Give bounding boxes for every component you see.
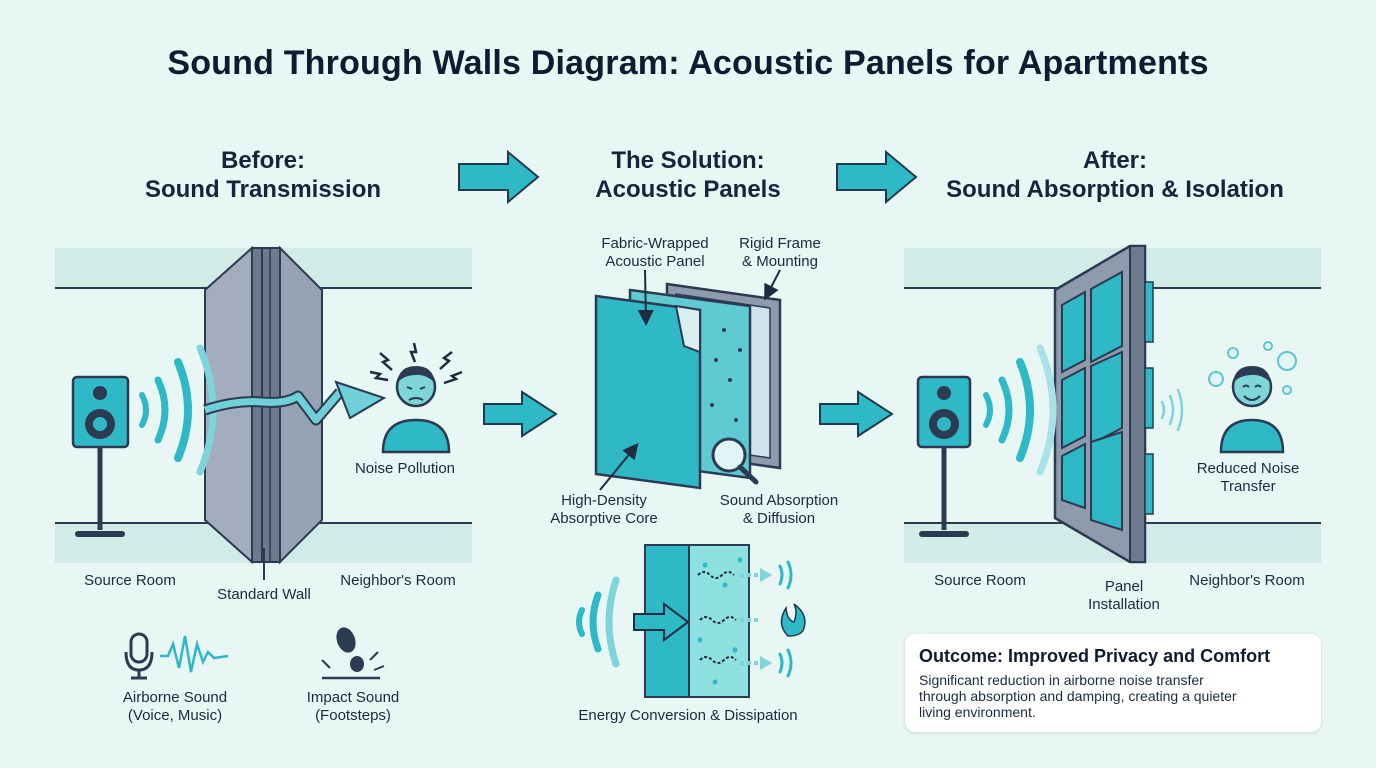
- stage-before-line1: Before:: [220, 147, 305, 174]
- absorption-label: Sound Absorption & Diffusion: [706, 492, 852, 528]
- outcome-line3: living environment.: [919, 704, 1036, 720]
- absorption-line1: Sound Absorption: [719, 492, 839, 509]
- stage-arrow-2: [836, 149, 918, 205]
- outcome-card: Outcome: Improved Privacy and Comfort Si…: [905, 634, 1321, 732]
- frame-pointer: [764, 269, 781, 301]
- faint-waves-icon: [1160, 388, 1184, 432]
- core-label: High-Density Absorptive Core: [534, 492, 674, 528]
- after-source-room-label: Source Room: [934, 572, 1026, 589]
- stage-before-line2: Sound Transmission: [144, 176, 382, 203]
- frame-line2: & Mounting: [742, 253, 818, 270]
- footstep-icon: [321, 627, 385, 680]
- impact-line2: (Footsteps): [315, 707, 391, 724]
- stage-after-line2: Sound Absorption & Isolation: [946, 176, 1284, 203]
- reduced-noise-label: Reduced Noise Transfer: [1180, 460, 1316, 496]
- energy-incoming-waves-icon: [576, 576, 620, 668]
- outcome-body: Significant reduction in airborne noise …: [919, 672, 1307, 720]
- residual-waves-icon: [778, 560, 793, 678]
- sound-waves-before-icon: [139, 344, 217, 476]
- energy-conversion-label: Energy Conversion & Dissipation: [578, 707, 798, 724]
- speaker-after-icon: [916, 375, 972, 537]
- stage-solution-line2: Acoustic Panels: [595, 176, 781, 203]
- panel-line1: Panel: [1104, 578, 1144, 595]
- panel-installation-icon: [1053, 244, 1154, 564]
- airborne-line2: (Voice, Music): [127, 707, 223, 724]
- heat-flame-icon: [780, 603, 806, 637]
- process-arrow-1: [483, 390, 558, 438]
- outcome-line1: Significant reduction in airborne noise …: [919, 672, 1204, 688]
- transmission-arrow-icon: [203, 380, 387, 426]
- page-title: Sound Through Walls Diagram: Acoustic Pa…: [167, 44, 1209, 82]
- outcome-title: Outcome: Improved Privacy and Comfort: [919, 646, 1271, 666]
- outcome-line2: through absorption and damping, creating…: [919, 688, 1237, 704]
- frame-line1: Rigid Frame: [739, 235, 821, 252]
- stage-solution-line1: The Solution:: [611, 147, 765, 174]
- stage-solution-heading: The Solution: Acoustic Panels: [538, 146, 838, 204]
- impact-line1: Impact Sound: [306, 689, 400, 706]
- happy-neighbor-icon: [1219, 366, 1285, 454]
- core-pointer: [599, 442, 639, 491]
- rigid-frame-label: Rigid Frame & Mounting: [725, 235, 835, 271]
- stage-after-heading: After: Sound Absorption & Isolation: [915, 146, 1315, 204]
- panel-line2: Installation: [1088, 596, 1160, 613]
- fabric-pointer: [637, 269, 654, 326]
- microphone-icon: [124, 632, 154, 680]
- core-line1: High-Density: [561, 492, 647, 509]
- sound-waves-after-icon: [983, 344, 1057, 476]
- annoyed-neighbor-icon: [369, 342, 463, 454]
- bubbles-icon: [1208, 341, 1297, 395]
- core-line2: Absorptive Core: [550, 510, 658, 527]
- stage-before-heading: Before: Sound Transmission: [113, 146, 413, 204]
- source-room-label: Source Room: [84, 572, 176, 589]
- acoustic-panel-icon: [594, 282, 782, 490]
- fabric-line2: Acoustic Panel: [605, 253, 705, 270]
- absorption-line2: & Diffusion: [742, 510, 816, 527]
- stage-arrow-1: [458, 149, 540, 205]
- after-neighbors-room-label: Neighbor's Room: [1189, 572, 1305, 589]
- neighbors-room-label: Neighbor's Room: [340, 572, 456, 589]
- reduced-line1: Reduced Noise: [1196, 460, 1300, 477]
- airborne-sound-label: Airborne Sound (Voice, Music): [100, 689, 250, 725]
- fabric-panel-label: Fabric-Wrapped Acoustic Panel: [590, 235, 720, 271]
- energy-input-arrow-icon: [633, 602, 690, 642]
- speaker-icon: [71, 375, 130, 537]
- panel-installation-label: Panel Installation: [1064, 578, 1184, 614]
- reduced-line2: Transfer: [1220, 478, 1276, 495]
- airborne-line1: Airborne Sound: [122, 689, 228, 706]
- voice-wave-icon: [160, 635, 229, 673]
- noise-pollution-label: Noise Pollution: [354, 460, 456, 477]
- fabric-line1: Fabric-Wrapped: [601, 235, 709, 252]
- impact-sound-label: Impact Sound (Footsteps): [283, 689, 423, 725]
- process-arrow-2: [819, 390, 894, 438]
- stage-after-line1: After:: [1083, 147, 1147, 174]
- standard-wall-label: Standard Wall: [217, 586, 311, 603]
